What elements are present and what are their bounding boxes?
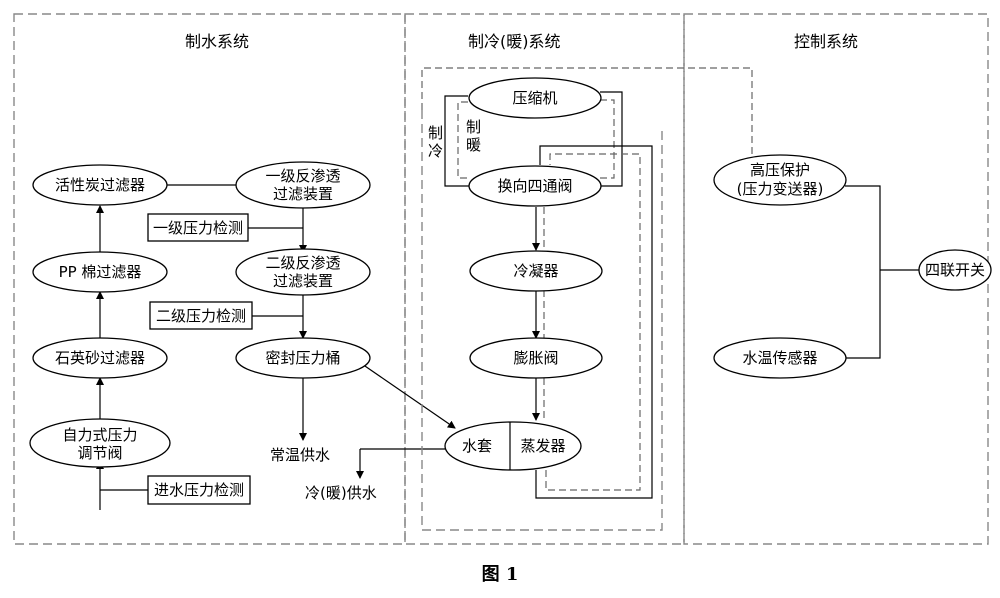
self-operated-pressure-valve: 自力式压力 调节阀 [29, 418, 171, 468]
svg-text:密封压力桶: 密封压力桶 [265, 349, 340, 367]
evaporator-label: 蒸发器 [520, 437, 565, 455]
sealed-pressure-tank: 密封压力桶 [235, 337, 371, 379]
compressor: 压缩机 [468, 77, 602, 119]
cold-warm-supply-label: 冷(暖)供水 [305, 484, 377, 502]
svg-text:过滤装置: 过滤装置 [273, 272, 333, 290]
svg-text:自力式压力: 自力式压力 [62, 426, 137, 444]
svg-text:四联开关: 四联开关 [925, 261, 985, 279]
ro-filter-stage-2: 二级反渗透 过滤装置 [235, 248, 371, 296]
svg-text:一级压力检测: 一级压力检测 [153, 219, 243, 237]
pressure-check-stage-2: 二级压力检测 [149, 301, 253, 330]
svg-text:水温传感器: 水温传感器 [742, 349, 817, 367]
inlet-pressure-check: 进水压力检测 [147, 475, 251, 505]
figure-caption: 图 1 [482, 564, 519, 585]
control-dashed-link [421, 67, 753, 164]
svg-text:膨胀阀: 膨胀阀 [513, 349, 558, 367]
water-jacket-label: 水套 [462, 437, 492, 455]
svg-text:调节阀: 调节阀 [77, 444, 122, 462]
svg-text:换向四通阀: 换向四通阀 [497, 177, 572, 195]
control-system-title: 控制系统 [794, 32, 858, 51]
svg-text:石英砂过滤器: 石英砂过滤器 [55, 349, 145, 367]
expansion-valve: 膨胀阀 [469, 337, 603, 379]
svg-text:高压保护: 高压保护 [750, 161, 810, 179]
svg-text:(压力变送器): (压力变送器) [737, 180, 824, 198]
cooling-system-title: 制冷(暖)系统 [468, 32, 561, 51]
normal-temp-supply-label: 常温供水 [270, 446, 330, 464]
water-system-title: 制水系统 [185, 32, 249, 51]
ro-filter-stage-1: 一级反渗透 过滤装置 [235, 161, 371, 209]
quartz-sand-filter: 石英砂过滤器 [32, 337, 168, 379]
water-system-frame [13, 13, 406, 545]
svg-text:进水压力检测: 进水压力检测 [154, 481, 244, 499]
four-way-reversing-valve: 换向四通阀 [468, 165, 602, 207]
svg-text:活性炭过滤器: 活性炭过滤器 [55, 176, 145, 194]
svg-text:过滤装置: 过滤装置 [273, 185, 333, 203]
svg-text:压缩机: 压缩机 [512, 89, 557, 107]
heating-label-2: 暖 [466, 136, 481, 154]
pp-cotton-filter: PP 棉过滤器 [32, 251, 168, 293]
high-pressure-protection: 高压保护 (压力变送器) [713, 154, 847, 206]
water-jacket-evaporator: 水套 蒸发器 [444, 421, 582, 471]
cooling-label-2: 冷 [428, 142, 443, 160]
svg-text:一级反渗透: 一级反渗透 [265, 167, 340, 185]
four-gang-switch: 四联开关 [918, 249, 992, 291]
svg-text:二级反渗透: 二级反渗透 [265, 254, 340, 272]
cooling-label-1: 制 [428, 124, 443, 142]
cooling-system-frame [404, 13, 685, 545]
svg-text:冷凝器: 冷凝器 [513, 262, 558, 280]
heating-label-1: 制 [466, 118, 481, 136]
svg-text:二级压力检测: 二级压力检测 [156, 307, 246, 325]
condenser: 冷凝器 [469, 250, 603, 292]
pressure-check-stage-1: 一级压力检测 [147, 213, 249, 242]
activated-carbon-filter: 活性炭过滤器 [32, 164, 168, 206]
svg-text:PP 棉过滤器: PP 棉过滤器 [59, 263, 142, 281]
water-temperature-sensor: 水温传感器 [713, 337, 847, 379]
